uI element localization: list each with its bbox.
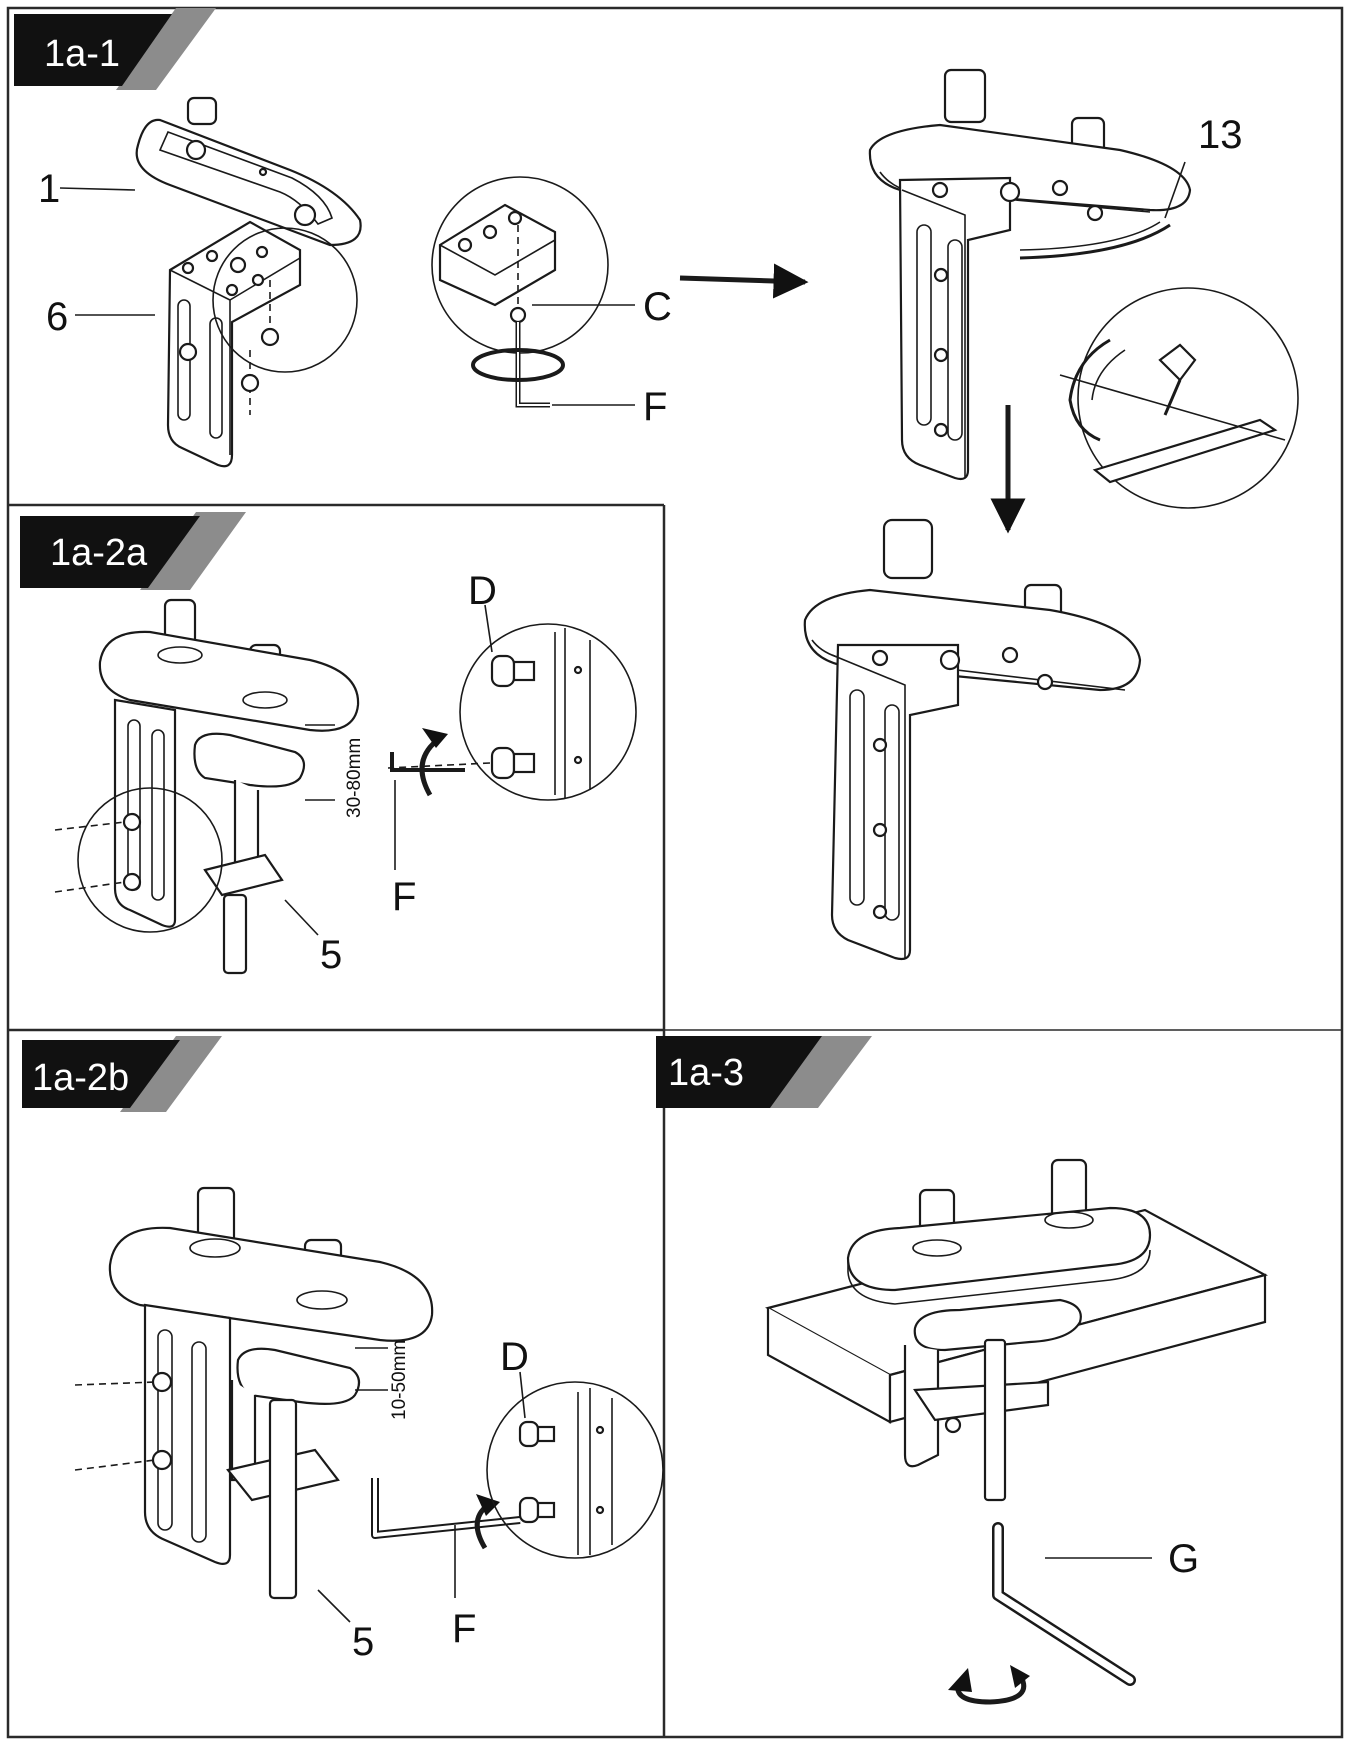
panel-1a-2b: 10-50mm F D 5 xyxy=(74,1186,664,1664)
label-part-1: 1 xyxy=(38,167,60,211)
label-wrench-g: G xyxy=(1168,1537,1199,1581)
detail-circle xyxy=(77,787,223,933)
screw-icon xyxy=(151,1371,173,1393)
screw-icon xyxy=(260,327,280,347)
screw-icon xyxy=(509,306,527,324)
desk-clamp-illustration xyxy=(765,1158,1268,1502)
label-part-5: 5 xyxy=(320,933,342,977)
label-part-13: 13 xyxy=(1198,113,1243,157)
l-bracket-illustration xyxy=(166,220,302,468)
detail-circle xyxy=(212,227,358,373)
screw-detail-zoom xyxy=(431,176,609,408)
step-tag-1a-2b: 1a-2b xyxy=(22,1036,222,1112)
panel-borders xyxy=(6,6,1344,1739)
screw-d-detail-zoom xyxy=(387,623,637,801)
screw-icon xyxy=(122,812,142,832)
step-tag-text: 1a-3 xyxy=(668,1052,744,1094)
step-tag-1a-3: 1a-3 xyxy=(656,1036,872,1108)
label-screw-d: D xyxy=(500,1335,529,1379)
screw-d-detail-zoom xyxy=(486,1381,664,1559)
panel-1a-3: G xyxy=(765,1158,1268,1705)
step-tag-text: 1a-2b xyxy=(32,1057,129,1099)
label-wrench-f: F xyxy=(452,1607,476,1651)
clamp-illustration xyxy=(98,598,360,975)
panel-1a-2a: 30-80mm F D 5 xyxy=(54,569,637,977)
clamp-illustration xyxy=(108,1186,434,1600)
step-tag-text: 1a-2a xyxy=(50,532,148,574)
screw-icon xyxy=(122,872,142,892)
label-wrench-f: F xyxy=(392,875,416,919)
screw-icon xyxy=(518,1496,540,1524)
label-part-5: 5 xyxy=(352,1620,374,1664)
dimension-label: 30-80mm xyxy=(344,738,365,818)
screw-icon xyxy=(490,654,516,688)
rotate-icon xyxy=(476,1494,500,1516)
clamp-plate-illustration xyxy=(135,96,362,247)
rotate-icon xyxy=(422,728,448,748)
step-tag-1a-1: 1a-1 xyxy=(14,8,216,90)
step-tag-1a-2a: 1a-2a xyxy=(20,512,246,590)
hex-wrench-g-illustration xyxy=(992,1522,1136,1686)
label-screw-c: C xyxy=(643,285,672,329)
screw-icon xyxy=(240,373,260,393)
screw-icon xyxy=(490,746,516,780)
label-part-6: 6 xyxy=(46,295,68,339)
arrow-right-icon xyxy=(679,263,809,299)
trim-detail-zoom xyxy=(1059,287,1299,509)
label-screw-d: D xyxy=(468,569,497,613)
panel-1a-1: 1 6 C F xyxy=(38,68,1299,961)
screw-icon xyxy=(178,342,198,362)
rotate-icon xyxy=(948,1665,1030,1705)
dimension-label: 10-50mm xyxy=(389,1340,410,1420)
assembly-with-part-13 xyxy=(868,68,1192,481)
screw-icon xyxy=(518,1420,540,1448)
assembled-bracket-illustration xyxy=(803,518,1142,961)
label-wrench-f: F xyxy=(643,385,667,429)
step-tag-text: 1a-1 xyxy=(44,33,120,75)
screw-icon xyxy=(151,1449,173,1471)
